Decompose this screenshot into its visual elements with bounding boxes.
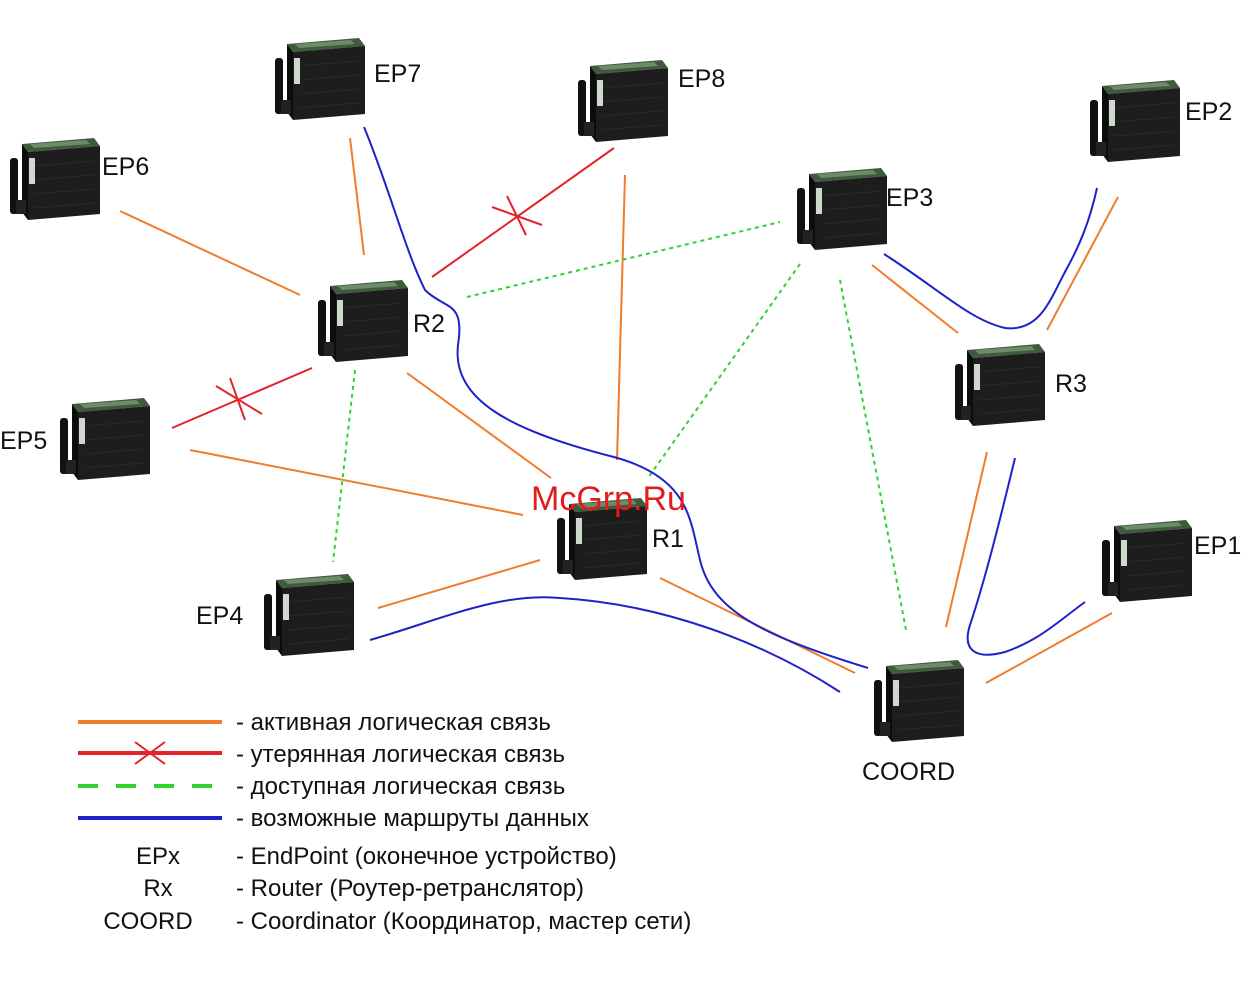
legend-coord-desc: - Coordinator (Координатор, мастер сети) [236,908,691,935]
label-ep5: EP5 [0,427,47,455]
device-ep7 [275,38,365,120]
label-coord: COORD [862,758,955,786]
lost-mark-ep5-r2-b [230,378,245,420]
device-ep4 [264,574,354,656]
legend-available-text: - доступная логическая связь [236,773,565,800]
link-ep2-r3 [1047,197,1118,330]
device-ep8 [578,60,668,142]
label-r3: R3 [1055,370,1087,398]
legend-active-text: - активная логическая связь [236,709,551,736]
avail-link-ep3-coord [840,280,906,630]
legend-epx-desc: - EndPoint (оконечное устройство) [236,843,617,870]
device-ep2 [1090,80,1180,162]
route-r3-ep1 [968,458,1085,655]
label-r2: R2 [413,310,445,338]
legend-rx-key: Rx [143,875,172,902]
legend: - активная логическая связь - утерянная … [78,709,691,935]
avail-link-r2-ep4 [333,370,355,562]
label-ep6: EP6 [102,153,149,181]
legend-rx-desc: - Router (Роутер-ретранслятор) [236,875,584,902]
link-r3-coord [946,452,987,627]
label-ep1: EP1 [1194,532,1241,560]
legend-routes-text: - возможные маршруты данных [236,805,589,832]
device-ep1 [1102,520,1192,602]
label-ep8: EP8 [678,65,725,93]
link-ep8-r1 [617,175,625,460]
lost-link-ep8-r2 [432,148,614,277]
label-ep3: EP3 [886,184,933,212]
device-ep6 [10,138,100,220]
device-r3 [955,344,1045,426]
link-ep7-r2 [350,138,364,255]
lost-mark-ep5-r2-a [216,386,262,414]
label-ep2: EP2 [1185,98,1232,126]
device-ep5 [60,398,150,480]
device-ep3 [797,168,887,250]
link-ep1-coord [986,613,1112,683]
link-ep4-r1 [378,560,540,608]
link-r2-r1 [407,373,551,478]
legend-epx-key: EPx [136,843,180,870]
lost-link-ep5-r2 [172,368,312,428]
link-ep5-r1 [190,450,523,515]
lost-mark-ep8-r2-b [507,196,526,235]
label-ep7: EP7 [374,60,421,88]
label-r1: R1 [652,525,684,553]
device-coord [874,660,964,742]
route-ep4-coord [370,597,840,692]
legend-lost-text: - утерянная логическая связь [236,741,565,768]
watermark-text: McGrp.Ru [531,480,686,518]
avail-link-ep3-r1 [648,264,800,478]
legend-coord-key: COORD [103,908,192,935]
link-ep6-r2 [120,211,300,295]
device-r2 [318,280,408,362]
label-ep4: EP4 [196,602,243,630]
